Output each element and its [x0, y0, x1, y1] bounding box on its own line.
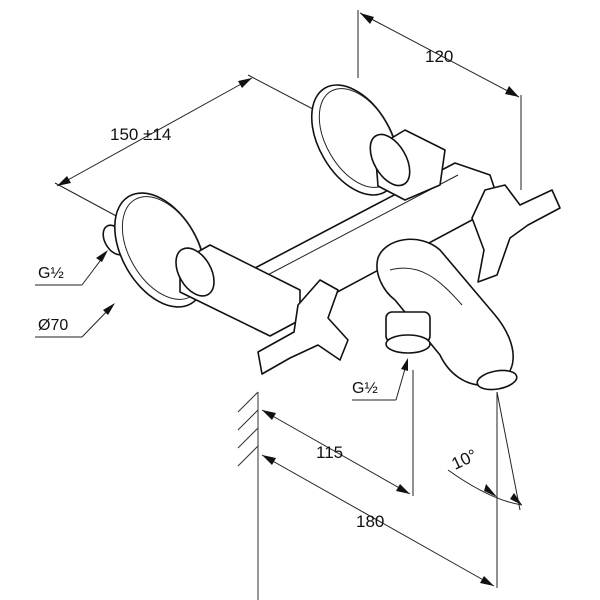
- arrowhead: [360, 13, 374, 24]
- arrowhead: [57, 176, 71, 186]
- arrowhead: [103, 303, 115, 315]
- dimension-120-label: 120: [425, 47, 453, 66]
- arrowhead: [262, 410, 276, 420]
- dimension-line: [56, 77, 253, 187]
- right-valve-nut: [369, 133, 411, 187]
- arrowhead: [510, 493, 522, 505]
- dimension-115: 115: [261, 370, 414, 496]
- hatch-line: [237, 445, 259, 467]
- outlet-fitting: [385, 311, 431, 354]
- arrowhead: [238, 78, 252, 88]
- hatch-line: [237, 391, 259, 413]
- wall-hatching: [237, 391, 259, 600]
- left-valve: [175, 244, 349, 375]
- angle-arc: [447, 469, 523, 506]
- left-handle[interactable]: [257, 279, 349, 375]
- arrowhead: [262, 455, 276, 465]
- dimension-150-label: 150 ±14: [110, 125, 171, 144]
- hatch-line: [237, 427, 259, 449]
- arrowhead: [480, 576, 494, 586]
- callout-thread-left: G½: [35, 250, 108, 286]
- spout-outlet: [476, 369, 518, 391]
- dimension-180-label: 180: [356, 512, 384, 531]
- dimension-line: [359, 12, 520, 98]
- angle-leg: [496, 391, 521, 511]
- dimension-180: 180: [261, 392, 498, 588]
- left-valve-nut: [175, 247, 215, 297]
- dimension-line: [261, 454, 495, 587]
- callout-diameter-label: Ø70: [38, 317, 68, 334]
- angle-10-label: 10°: [449, 446, 480, 474]
- arrowhead: [484, 484, 497, 497]
- body-edge: [257, 174, 459, 281]
- spout-highlight: [389, 267, 463, 306]
- dimension-line: [261, 409, 411, 495]
- angle-10: 10°: [447, 391, 523, 511]
- right-handle[interactable]: [471, 184, 561, 283]
- dimension-150: 150 ±14: [54, 74, 331, 219]
- callout-diameter: Ø70: [35, 303, 115, 338]
- spout: [376, 238, 518, 391]
- outlet-fitting-end: [385, 334, 431, 354]
- callout-thread-outlet: G½: [352, 358, 408, 401]
- dimension-115-label: 115: [316, 443, 343, 462]
- arrowhead: [401, 358, 408, 371]
- arrowhead: [96, 250, 108, 262]
- callout-thread-left-label: G½: [38, 265, 64, 282]
- extension-line: [54, 182, 121, 219]
- arrowhead: [505, 86, 519, 97]
- callout-thread-outlet-label: G½: [352, 380, 378, 397]
- arrowhead: [396, 484, 410, 494]
- hatch-line: [237, 409, 259, 431]
- right-valve: [369, 129, 561, 283]
- dimension-120: 120: [357, 10, 522, 190]
